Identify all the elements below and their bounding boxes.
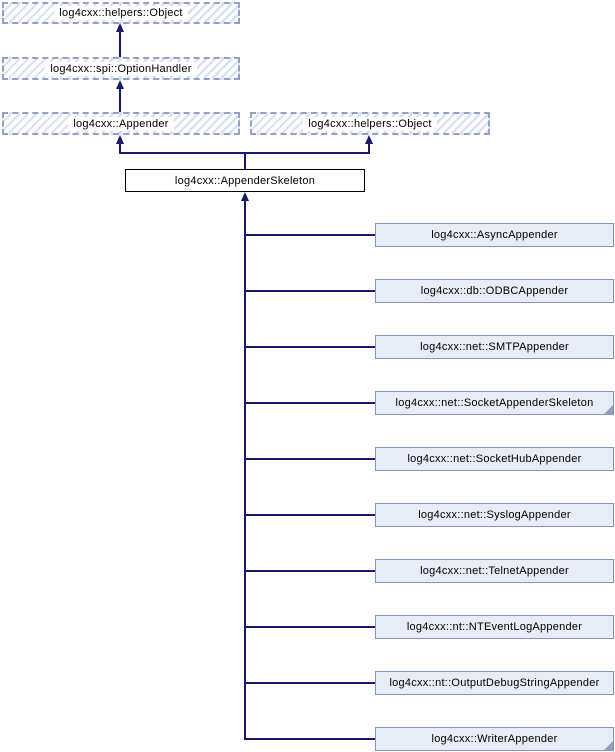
class-label: log4cxx::AppenderSkeleton [174, 174, 316, 187]
inheritance-branch-line [245, 402, 375, 404]
class-label: log4cxx::helpers::Object [54, 6, 188, 20]
inheritance-line [119, 30, 121, 57]
arrow-up-icon [116, 135, 124, 144]
class-node-appender[interactable]: log4cxx::Appender [2, 112, 240, 135]
class-label: log4cxx::Appender [68, 116, 174, 131]
class-label: log4cxx::WriterAppender [431, 733, 558, 745]
inheritance-branch-line [245, 458, 375, 460]
inheritance-branch-line [245, 570, 375, 572]
class-label: log4cxx::AsyncAppender [431, 229, 558, 241]
class-node-option-handler[interactable]: log4cxx::spi::OptionHandler [2, 57, 240, 80]
inheritance-trunk-line [244, 199, 246, 740]
class-label: log4cxx::net::SocketAppenderSkeleton [395, 397, 594, 409]
class-label: log4cxx::net::TelnetAppender [420, 565, 569, 577]
class-label: log4cxx::spi::OptionHandler [45, 61, 197, 76]
class-node-telnet-appender[interactable]: log4cxx::net::TelnetAppender [375, 559, 614, 583]
class-label: log4cxx::nt::NTEventLogAppender [406, 621, 583, 633]
class-label: log4cxx::helpers::Object [303, 116, 437, 131]
class-node-odbc-appender[interactable]: log4cxx::db::ODBCAppender [375, 279, 614, 303]
arrow-up-icon [116, 23, 124, 32]
inheritance-branch-line [245, 626, 375, 628]
class-node-appender-skeleton: log4cxx::AppenderSkeleton [125, 169, 365, 192]
inheritance-line [368, 142, 370, 153]
truncated-corner-icon [604, 741, 613, 750]
class-node-helpers-object-right[interactable]: log4cxx::helpers::Object [250, 112, 490, 135]
truncated-corner-icon [604, 405, 613, 414]
class-node-smtp-appender[interactable]: log4cxx::net::SMTPAppender [375, 335, 614, 359]
class-node-helpers-object-top[interactable]: log4cxx::helpers::Object [2, 2, 240, 24]
inheritance-branch-line [245, 234, 375, 236]
inheritance-branch-line [245, 738, 375, 740]
inheritance-branch-line [245, 682, 375, 684]
class-node-socket-appender-skeleton[interactable]: log4cxx::net::SocketAppenderSkeleton [375, 391, 614, 415]
inheritance-line [119, 142, 121, 153]
class-node-nt-event-log-appender[interactable]: log4cxx::nt::NTEventLogAppender [375, 615, 614, 639]
class-node-socket-hub-appender[interactable]: log4cxx::net::SocketHubAppender [375, 447, 614, 471]
class-label: log4cxx::net::SMTPAppender [420, 341, 569, 353]
inheritance-line [244, 152, 246, 169]
inheritance-branch-line [245, 346, 375, 348]
arrow-up-icon [116, 80, 124, 89]
inheritance-branch-line [245, 290, 375, 292]
class-node-writer-appender[interactable]: log4cxx::WriterAppender [375, 727, 614, 751]
arrow-up-icon [365, 135, 373, 144]
class-node-syslog-appender[interactable]: log4cxx::net::SyslogAppender [375, 503, 614, 527]
class-label: log4cxx::net::SyslogAppender [418, 509, 571, 521]
inheritance-branch-line [245, 514, 375, 516]
class-node-output-debug-string-appender[interactable]: log4cxx::nt::OutputDebugStringAppender [375, 671, 614, 695]
class-node-async-appender[interactable]: log4cxx::AsyncAppender [375, 223, 614, 247]
class-label: log4cxx::net::SocketHubAppender [407, 453, 582, 465]
arrow-up-icon [241, 192, 249, 201]
class-label: log4cxx::nt::OutputDebugStringAppender [389, 677, 600, 689]
inheritance-line [119, 87, 121, 112]
class-label: log4cxx::db::ODBCAppender [420, 285, 569, 297]
